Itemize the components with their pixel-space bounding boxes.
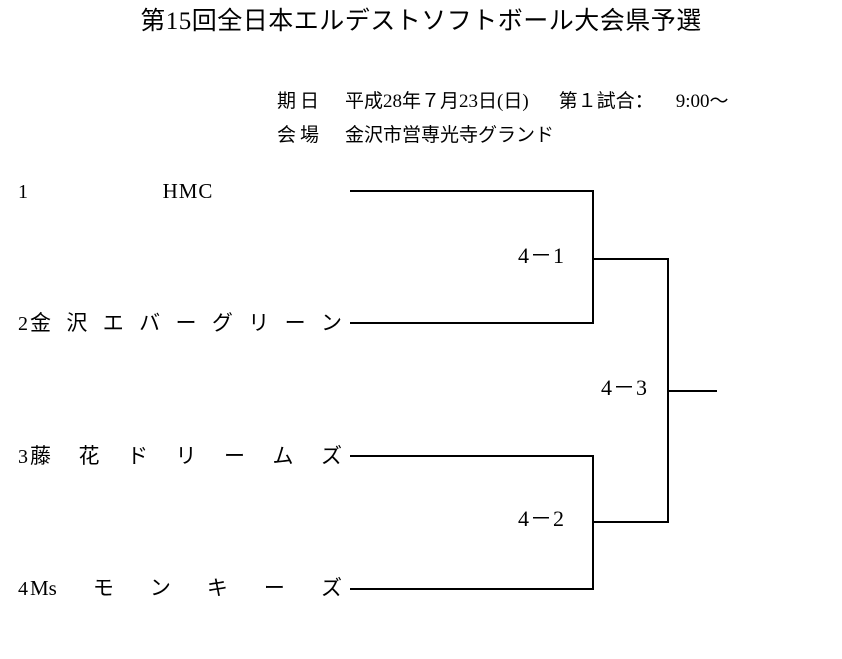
team-name-char: ー xyxy=(224,444,245,468)
team-name-char: Ms xyxy=(30,576,57,600)
team-name-char: リ xyxy=(248,311,270,335)
date-value: 平成28年７月23日(日) xyxy=(345,91,529,112)
team-name-char: 金 xyxy=(30,311,51,335)
game-time: 9:00〜 xyxy=(675,91,729,112)
seed-number: 2 xyxy=(18,313,28,335)
team-name-char: ー xyxy=(263,576,285,600)
bracket-connector-semifinal-1 xyxy=(592,190,594,324)
score-semifinal-1: 4－1 xyxy=(518,243,566,268)
bracket-line-champion xyxy=(667,390,717,392)
bracket-line-team-2 xyxy=(350,322,594,324)
team-name: 藤 花 ド リ ー ム ズ xyxy=(28,441,348,471)
event-venue-line: 会場金沢市営専光寺グランド xyxy=(258,97,554,175)
bracket-entry-4: 4 Ms モ ン キ ー ズ xyxy=(18,573,348,603)
seed-number: 4 xyxy=(18,578,28,600)
bracket-entry-1: 1 HMC xyxy=(18,176,348,206)
team-name-char: ー xyxy=(175,311,197,335)
seed-number: 3 xyxy=(18,446,28,468)
bracket-line-winner-semifinal-2 xyxy=(592,521,669,523)
bracket-entry-2: 2 金 沢 エ バ ー グ リ ー ン xyxy=(18,308,348,338)
team-name: 金 沢 エ バ ー グ リ ー ン xyxy=(28,308,348,338)
team-name-char: ン xyxy=(149,576,171,600)
team-name-char: ズ xyxy=(320,576,342,600)
bracket-line-team-3 xyxy=(350,455,594,457)
team-name-char: 沢 xyxy=(66,311,88,335)
team-name-char: グ xyxy=(211,311,233,335)
team-name-char: ー xyxy=(284,311,306,335)
score-semifinal-2: 4－2 xyxy=(518,506,566,531)
team-name-char: 藤 xyxy=(30,444,51,468)
bracket-entry-3: 3 藤 花 ド リ ー ム ズ xyxy=(18,441,348,471)
bracket-line-team-4 xyxy=(350,588,594,590)
team-name-char: リ xyxy=(175,444,197,468)
team-name-char: ズ xyxy=(321,444,342,468)
event-date-line: 期日平成28年７月23日(日) 第１試合： 9:00〜 xyxy=(258,63,728,141)
team-name-char: バ xyxy=(139,311,161,335)
game-label: 第１試合： xyxy=(558,91,654,112)
team-name: HMC xyxy=(162,179,214,203)
date-label: 期日 xyxy=(277,91,324,112)
bracket-line-team-1 xyxy=(350,190,594,192)
team-name-char: 花 xyxy=(78,444,100,468)
page-title: 第15回全日本エルデストソフトボール大会県予選 xyxy=(140,8,702,35)
venue-value: 金沢市営専光寺グランド xyxy=(345,125,555,146)
team-name-char: ド xyxy=(127,444,148,468)
bracket-line-winner-semifinal-1 xyxy=(592,258,669,260)
team-name-char: モ xyxy=(92,576,114,600)
venue-label: 会場 xyxy=(277,125,324,146)
team-name-char: ム xyxy=(272,444,294,468)
team-name-char: ン xyxy=(321,311,342,335)
team-name: Ms モ ン キ ー ズ xyxy=(28,573,348,603)
team-name-char: キ xyxy=(206,576,228,600)
team-name-char: エ xyxy=(102,311,124,335)
score-final: 4－3 xyxy=(601,375,649,400)
seed-number: 1 xyxy=(18,181,28,203)
